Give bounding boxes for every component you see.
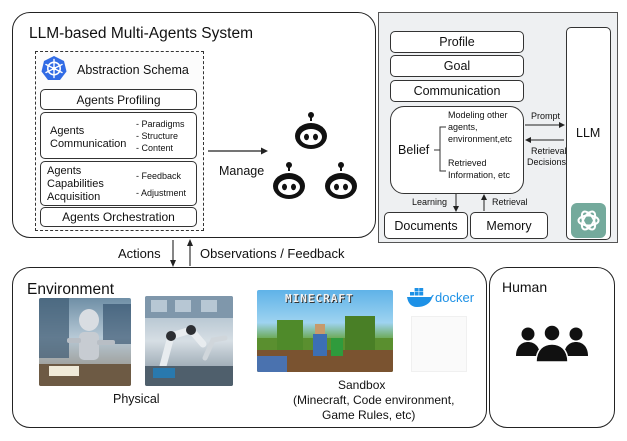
schema-title: Abstraction Schema — [77, 63, 189, 77]
manage-label: Manage — [219, 164, 265, 178]
agents-profiling-label: Agents Profiling — [76, 92, 161, 107]
agents-communication-box — [40, 112, 197, 159]
goal-label: Goal — [443, 59, 471, 73]
communication-label-line2: Communication — [50, 138, 127, 150]
sandbox-detail-line: (Minecraft, Code environment, — [293, 393, 455, 407]
profile-label: Profile — [439, 35, 475, 49]
retrieval-decisions-line: Retrieval — [531, 146, 567, 156]
documents-box: Documents — [384, 212, 468, 239]
profile-box: Profile — [390, 31, 524, 53]
docker-logo-text: docker — [435, 290, 475, 305]
documents-label: Documents — [394, 218, 458, 233]
communication-label-line1: Agents — [50, 125, 85, 137]
human-title: Human — [502, 279, 548, 295]
system-title: LLM-based Multi-Agents System — [29, 25, 253, 42]
learning-label: Learning — [412, 197, 448, 207]
minecraft-logo: MINECRAFT — [285, 292, 354, 305]
observations-label: Observations / Feedback — [200, 246, 345, 261]
robot-icon — [324, 162, 358, 200]
belief-item-line: agents, — [448, 122, 478, 132]
minecraft-image: MINECRAFT — [257, 290, 393, 372]
agents-profiling-box: Agents Profiling — [40, 89, 197, 110]
goal-box: Goal — [390, 55, 524, 77]
robot-icon — [272, 162, 306, 200]
communication-label: Communication — [413, 84, 501, 98]
communication-item: - Paradigms — [136, 119, 185, 129]
people-icon — [516, 322, 588, 363]
memory-box: Memory — [470, 212, 548, 239]
communication-box: Communication — [390, 80, 524, 102]
memory-label: Memory — [486, 218, 532, 233]
communication-item: - Content — [136, 143, 174, 153]
agents-capabilities-box — [40, 161, 197, 206]
sandbox-label: Sandbox — [338, 378, 386, 392]
communication-item: - Structure — [136, 131, 179, 141]
retrieval-label: Retrieval — [492, 197, 528, 207]
environment-title: Environment — [27, 281, 115, 298]
kubernetes-icon — [41, 55, 67, 81]
llm-label: LLM — [576, 126, 601, 140]
capabilities-label-line1: Agents — [47, 165, 82, 177]
physical-robot-image-1 — [39, 298, 131, 386]
prompt-label: Prompt — [531, 111, 561, 121]
chatgpt-icon — [571, 203, 606, 238]
capabilities-item: - Adjustment — [136, 188, 187, 198]
docker-whale-icon — [406, 286, 434, 308]
capabilities-label-line2: Capabilities — [47, 178, 104, 190]
physical-label: Physical — [113, 392, 160, 406]
sandbox-detail-line: Game Rules, etc) — [322, 408, 416, 422]
actions-label: Actions — [118, 246, 161, 261]
belief-item-line: Information, etc — [448, 170, 511, 180]
retrieval-decisions-line: Decisions — [527, 157, 567, 167]
physical-robot-image-2 — [145, 296, 233, 386]
docker-image-placeholder — [411, 316, 467, 372]
capabilities-item: - Feedback — [136, 171, 182, 181]
belief-label: Belief — [398, 143, 430, 157]
belief-box — [390, 106, 524, 194]
agents-orchestration-label: Agents Orchestration — [62, 210, 175, 224]
robot-icon — [294, 112, 328, 150]
capabilities-label-line3: Acquisition — [47, 191, 101, 203]
belief-item-line: Modeling other — [448, 110, 508, 120]
belief-item-line: Retrieved — [448, 158, 487, 168]
belief-item-line: environment,etc — [448, 134, 513, 144]
agents-orchestration-box: Agents Orchestration — [40, 207, 197, 227]
